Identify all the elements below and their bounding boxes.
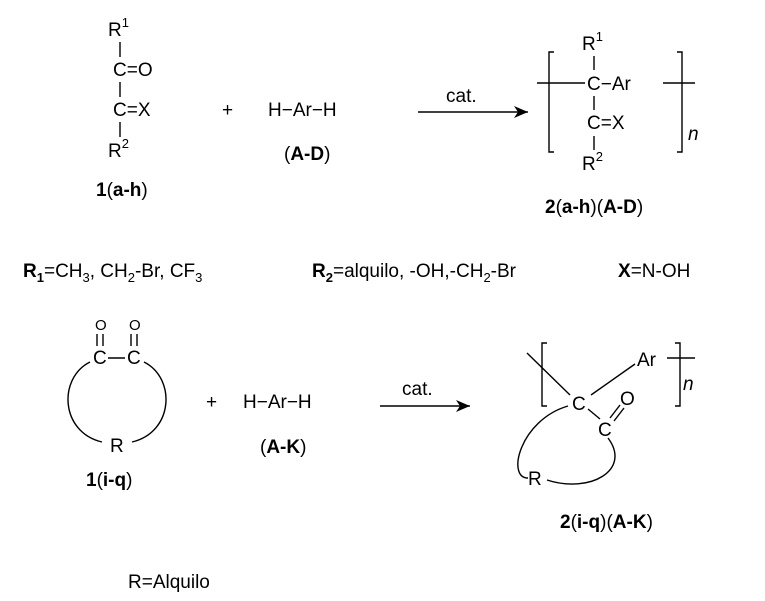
product2-c2: C [598,420,612,441]
ring-arc-left [67,361,103,443]
product-bracket-left-2 [541,342,547,407]
reactant-r2: R2 [108,136,129,162]
reactant2-o2: O [129,317,141,334]
carbonyl-group: C=O [113,60,153,81]
carbonyl-bond-product-a [609,404,621,419]
ring-arc-right [131,361,167,443]
reactant-label: 1(a-h) [96,180,148,201]
definition-r1: R1=CH3, CH2-Br, CF3 [23,261,202,285]
plus-sign-1: + [222,100,233,121]
reactant2-o1: O [95,317,107,334]
product-bracket-right-1 [677,51,683,153]
product-label-1: 2(a-h)(A-D) [545,197,643,218]
product-ring-arc-left [517,405,569,479]
reagent-formula-2: H−Ar−H [243,392,312,413]
product-r1: R1 [582,29,603,55]
reaction-1: R1 C=O C=X R2 1(a-h) + H−Ar−H (A-D) cat.… [96,15,699,218]
reactant-1-ah: R1 C=O C=X R2 1(a-h) [96,15,153,201]
repeat-unit-n-1: n [688,124,699,145]
reagent-ak: H−Ar−H (A-K) [243,392,312,458]
reactant2-c2: C [127,348,141,369]
product-bracket-left-1 [548,51,554,153]
product2-r: R [528,469,542,490]
arrow-head-2 [456,400,470,412]
polymer-bond-left-2 [526,352,571,396]
product-bracket-right-2 [675,342,681,407]
bond-c1-c2-product [587,408,601,420]
reagent-label-1: (A-D) [284,144,330,165]
reagent-ad: H−Ar−H (A-D) [268,100,337,165]
arrow-head-1 [514,106,528,118]
reagent-formula-1: H−Ar−H [268,100,337,121]
product2-c1: C [572,394,586,415]
product-ring-arc-right [546,437,616,485]
carbonyl-bond-product-b [613,407,625,422]
reaction-arrow-2: cat. [380,379,470,412]
catalyst-label-1: cat. [446,86,477,107]
reactant2-r: R [110,436,124,457]
catalyst-label-2: cat. [402,379,433,400]
reagent-label-2: (A-K) [260,437,306,458]
reactant2-label: 1(i-q) [86,470,132,491]
definition-x: X=N-OH [618,261,690,282]
plus-sign-2: + [206,392,217,413]
cx-group: C=X [113,100,151,121]
bond-c-ar [590,363,636,396]
product-label-2: 2(i-q)(A-K) [560,512,653,533]
reactant-1-iq: O O C C R 1(i-q) [67,317,167,491]
reactant-r1: R1 [108,15,129,41]
product2-o: O [620,389,635,410]
product-cx: C=X [587,113,625,134]
product-2-ah-ad: R1 C−Ar C=X R2 n 2(a-h)(A-D) [537,29,699,218]
definition-r2: R2=alquilo, -OH,-CH2-Br [312,261,517,285]
footnote-r-definition: R=Alquilo [128,572,210,593]
product-2-iq-ak: Ar C C O n R 2(i-q)(A-K) [517,342,695,533]
substituent-definitions: R1=CH3, CH2-Br, CF3 R2=alquilo, -OH,-CH2… [23,261,690,285]
product2-ar: Ar [637,350,657,371]
reaction-arrow-1: cat. [418,86,528,118]
repeat-unit-n-2: n [683,374,694,395]
product-c-ar: C−Ar [587,74,631,95]
product-r2: R2 [582,149,603,175]
reaction-2: O O C C R 1(i-q) + H−Ar−H (A-K) cat. [67,317,695,533]
reactant2-c1: C [93,348,107,369]
